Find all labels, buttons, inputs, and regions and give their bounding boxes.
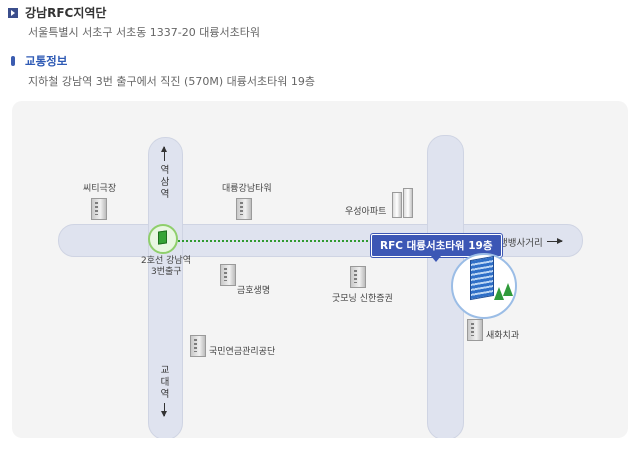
- building-icon: [467, 319, 483, 341]
- traffic-heading: 교통정보: [11, 53, 67, 69]
- road-east-label: 뱅뱅사거리: [499, 238, 543, 249]
- building-icon: [91, 198, 107, 220]
- walking-route: [178, 240, 372, 242]
- bullet-bar-icon: [11, 56, 15, 66]
- subway-exit-icon: [158, 230, 167, 245]
- station-label-line1: 2호선 강남역: [141, 256, 191, 266]
- apartment-icon: [392, 188, 416, 218]
- building-icon: [236, 198, 252, 220]
- station-label-line2: 3번출구: [151, 267, 182, 277]
- arrow-right-icon: [547, 238, 563, 244]
- traffic-title: 교통정보: [25, 54, 68, 68]
- tree-icon: [503, 283, 513, 296]
- header: 강남RFC지역단: [8, 4, 106, 21]
- landmark-label-woosung-apt: 우성아파트: [345, 207, 387, 217]
- landmark-label-goodmorning-shinhan: 굿모닝 신한증권: [332, 294, 393, 304]
- landmark-label-daeryung-gangnam: 대륭강남타워: [222, 184, 272, 194]
- address-text: 서울특별시 서초구 서초동 1337-20 대륭서초타워: [28, 26, 260, 39]
- landmark-label-pension-service: 국민연금관리공단: [209, 347, 276, 357]
- road-south-label: 교대역: [160, 365, 170, 400]
- arrow-up-icon: [161, 146, 167, 161]
- destination-banner: RFC 대륭서초타워 19층: [371, 234, 502, 262]
- road-north-label: 역삼역: [160, 165, 170, 200]
- landmark-label-kumho-life: 금호생명: [237, 286, 271, 296]
- traffic-description: 지하철 강남역 3번 출구에서 직진 (570M) 대륭서초타워 19층: [28, 75, 315, 88]
- location-map: 역삼역 교대역 뱅뱅사거리 2호선 강남역 3번출구 RFC 대륭서초타워 19…: [12, 101, 628, 438]
- building-icon: [220, 264, 236, 286]
- building-tower-icon: [470, 255, 494, 301]
- landmark-label-dental: 새화치과: [486, 331, 520, 341]
- tree-icon: [494, 287, 504, 300]
- landmark-label-cinema: 씨티극장: [83, 184, 117, 194]
- arrow-down-icon: [161, 403, 167, 417]
- road-vertical-west: [148, 137, 183, 438]
- bullet-arrow-icon: [8, 7, 18, 18]
- building-icon: [350, 266, 366, 288]
- building-icon: [190, 335, 206, 357]
- page-title: 강남RFC지역단: [25, 6, 107, 20]
